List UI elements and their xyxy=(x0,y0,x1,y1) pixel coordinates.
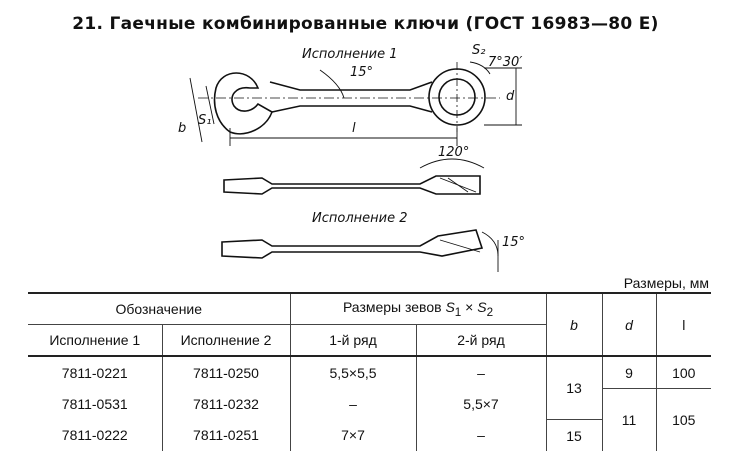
dim-s2: S₂ xyxy=(472,43,485,58)
label-version-1: Исполнение 1 xyxy=(302,47,397,62)
cell-row1: – xyxy=(289,388,416,420)
dim-d: d xyxy=(506,89,515,104)
cell-v1: 7811-0221 xyxy=(61,364,128,381)
side-view-2 xyxy=(221,229,484,259)
header-d: d xyxy=(601,292,657,357)
header-designation: Обозначение xyxy=(28,292,290,325)
cell-b: 15 xyxy=(545,419,603,451)
wrench-drawing: Исполнение 1 Исполнение 2 15° 7°30′ S₂ d… xyxy=(178,43,525,272)
header-version-1: Исполнение 1 xyxy=(28,324,162,357)
table-header-row: Обозначение Размеры зевов S1 × S2 b d l xyxy=(28,292,712,357)
page-title: 21. Гаечные комбинированные ключи (ГОСТ … xyxy=(72,14,659,34)
open-end-head xyxy=(213,72,273,135)
dim-s1: S₁ xyxy=(198,113,211,128)
cell-l: 105 xyxy=(655,388,712,451)
angle-15-side: 15° xyxy=(502,235,525,250)
cell-row2: – xyxy=(415,356,547,389)
cell-b: 13 xyxy=(545,356,603,420)
cell-row1: 7×7 xyxy=(289,419,416,451)
cell-v2: 7811-0232 xyxy=(161,388,290,420)
cell-v2: 7811-0250 xyxy=(161,356,290,389)
table-row: 7811-0531 7811-0232 – 5,5×7 11 105 xyxy=(28,388,712,451)
units-caption: Размеры, мм xyxy=(623,275,709,291)
cell-row2: 5,5×7 xyxy=(415,388,547,420)
header-s1-sub: 1 xyxy=(454,305,462,319)
header-s1: S xyxy=(445,299,455,316)
cell-row2: – xyxy=(415,419,547,451)
header-b: b xyxy=(545,292,603,357)
cell-v1: 7811-0222 xyxy=(61,427,128,444)
header-sizes: Размеры зевов S1 × S2 xyxy=(289,292,547,325)
angle-7-30: 7°30′ xyxy=(488,55,522,70)
dim-l: l xyxy=(352,121,356,136)
header-s2-sub: 2 xyxy=(486,305,494,319)
side-view-1 xyxy=(223,175,481,195)
cell-v2: 7811-0251 xyxy=(161,419,290,451)
cell-v1: 7811-0531 xyxy=(61,396,128,412)
cell-d: 9 xyxy=(601,356,657,389)
angle-120: 120° xyxy=(438,145,469,160)
spec-table: Обозначение Размеры зевов S1 × S2 b d l … xyxy=(28,292,712,451)
header-l: l xyxy=(655,292,712,357)
table-row: 7811-0222 7811-0251 7×7 – 15 xyxy=(28,419,711,451)
header-row-1: 1-й ряд xyxy=(289,324,416,357)
label-version-2: Исполнение 2 xyxy=(312,211,407,226)
cell-d: 11 xyxy=(601,388,657,451)
header-row-2: 2-й ряд xyxy=(415,324,547,357)
cell-l: 100 xyxy=(655,356,712,389)
header-times: × xyxy=(461,299,478,316)
cell-row1: 5,5×5,5 xyxy=(289,356,416,389)
header-s2: S xyxy=(477,299,487,316)
dim-b: b xyxy=(178,121,186,136)
table-row: 7811-0221 7811-0250 5,5×5,5 – 13 9 100 xyxy=(28,356,712,420)
header-sizes-prefix: Размеры зевов xyxy=(342,299,446,316)
angle-15-top: 15° xyxy=(350,65,373,80)
handle-outline xyxy=(269,81,433,113)
header-version-2: Исполнение 2 xyxy=(161,324,290,357)
table-subheader-row: Исполнение 1 Исполнение 2 1-й ряд 2-й ря… xyxy=(28,324,711,357)
